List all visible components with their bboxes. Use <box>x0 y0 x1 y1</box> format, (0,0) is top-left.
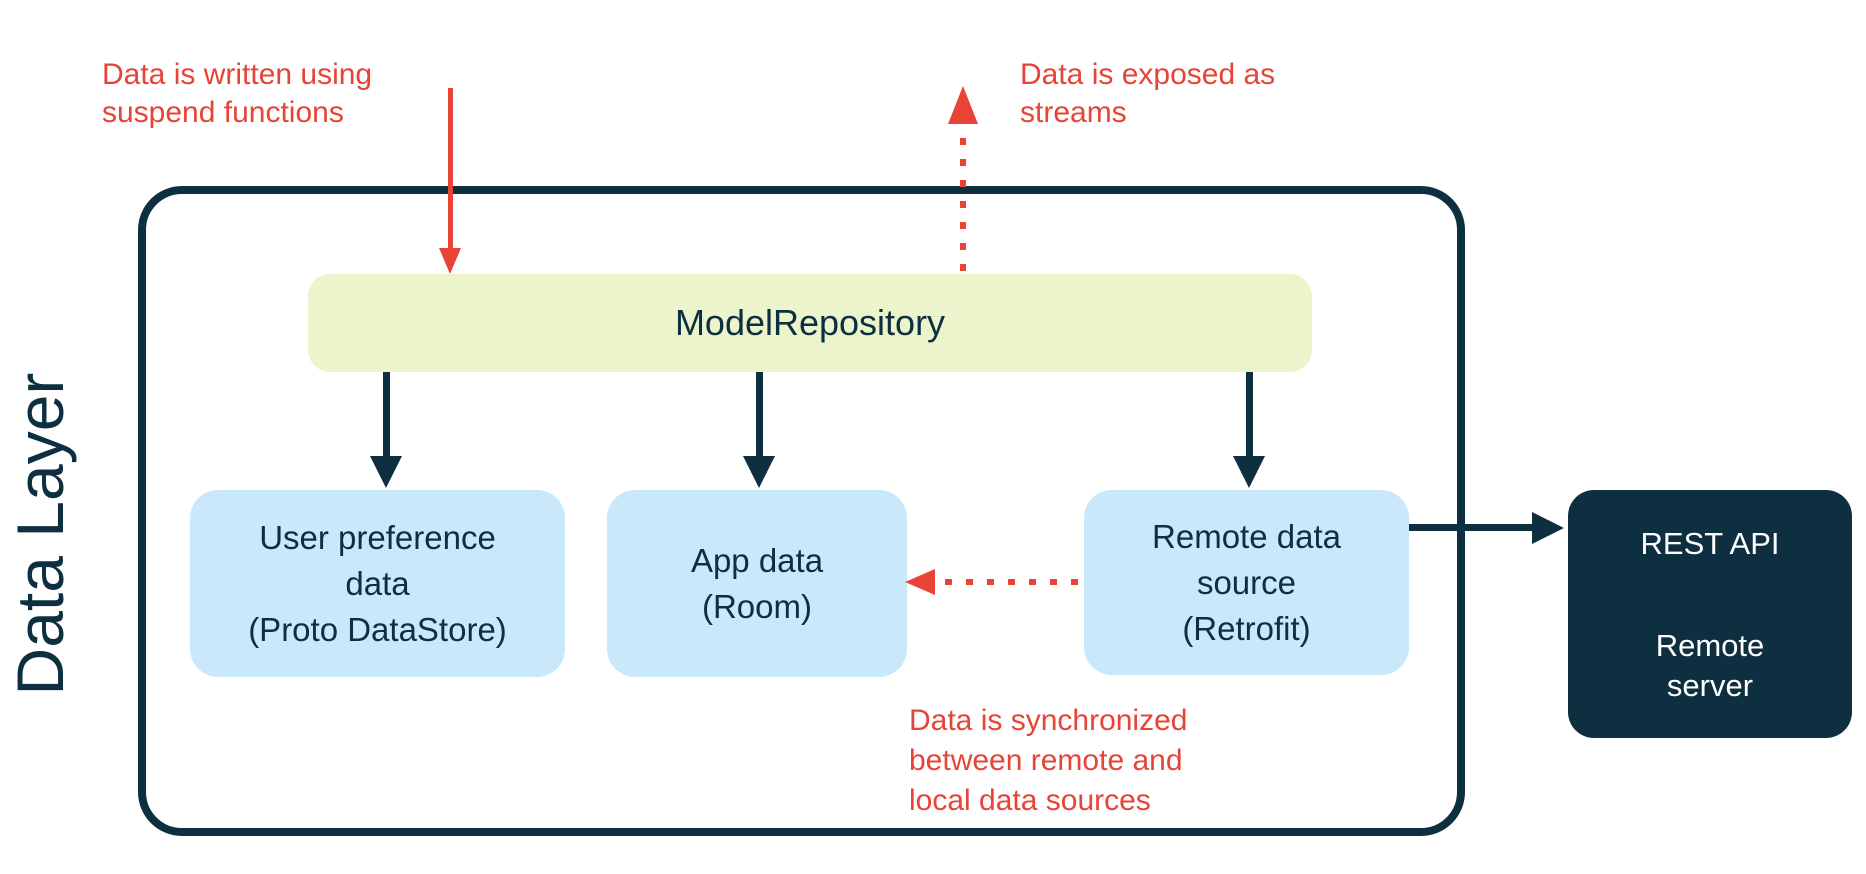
data-layer-container <box>138 186 1465 836</box>
remote-source-node: Remote data source (Retrofit) <box>1084 490 1409 675</box>
arrowhead-down-icon <box>1233 456 1265 488</box>
arrow-line <box>383 372 390 458</box>
arrow-line <box>1409 524 1534 531</box>
app-data-node: App data (Room) <box>607 490 907 677</box>
data-layer-title: Data Layer <box>3 372 77 696</box>
arrowhead-down-icon <box>370 456 402 488</box>
arrowhead-down-icon <box>743 456 775 488</box>
arrowhead-left-icon <box>905 569 935 595</box>
arrow-dotted-line <box>960 138 966 274</box>
model-repository-node: ModelRepository <box>308 274 1312 372</box>
rest-api-node: REST API Remote server <box>1568 490 1852 738</box>
annotation-suspend-write: Data is written using suspend functions <box>102 58 373 129</box>
arrowhead-down-icon <box>439 248 461 274</box>
annotation-exposed-streams: Data is exposed as streams <box>1020 58 1276 129</box>
user-preference-node: User preference data (Proto DataStore) <box>190 490 565 677</box>
rest-api-title: REST API <box>1640 526 1780 561</box>
arrow-dotted-line <box>945 579 1083 585</box>
arrow-line <box>448 88 453 250</box>
arrowhead-up-icon <box>948 86 978 124</box>
arrowhead-right-icon <box>1532 512 1564 544</box>
rest-api-subtitle: Remote server <box>1655 628 1765 703</box>
annotation-sync: Data is synchronized between remote and … <box>909 704 1188 817</box>
arrow-line <box>756 372 763 458</box>
arrow-line <box>1246 372 1253 458</box>
